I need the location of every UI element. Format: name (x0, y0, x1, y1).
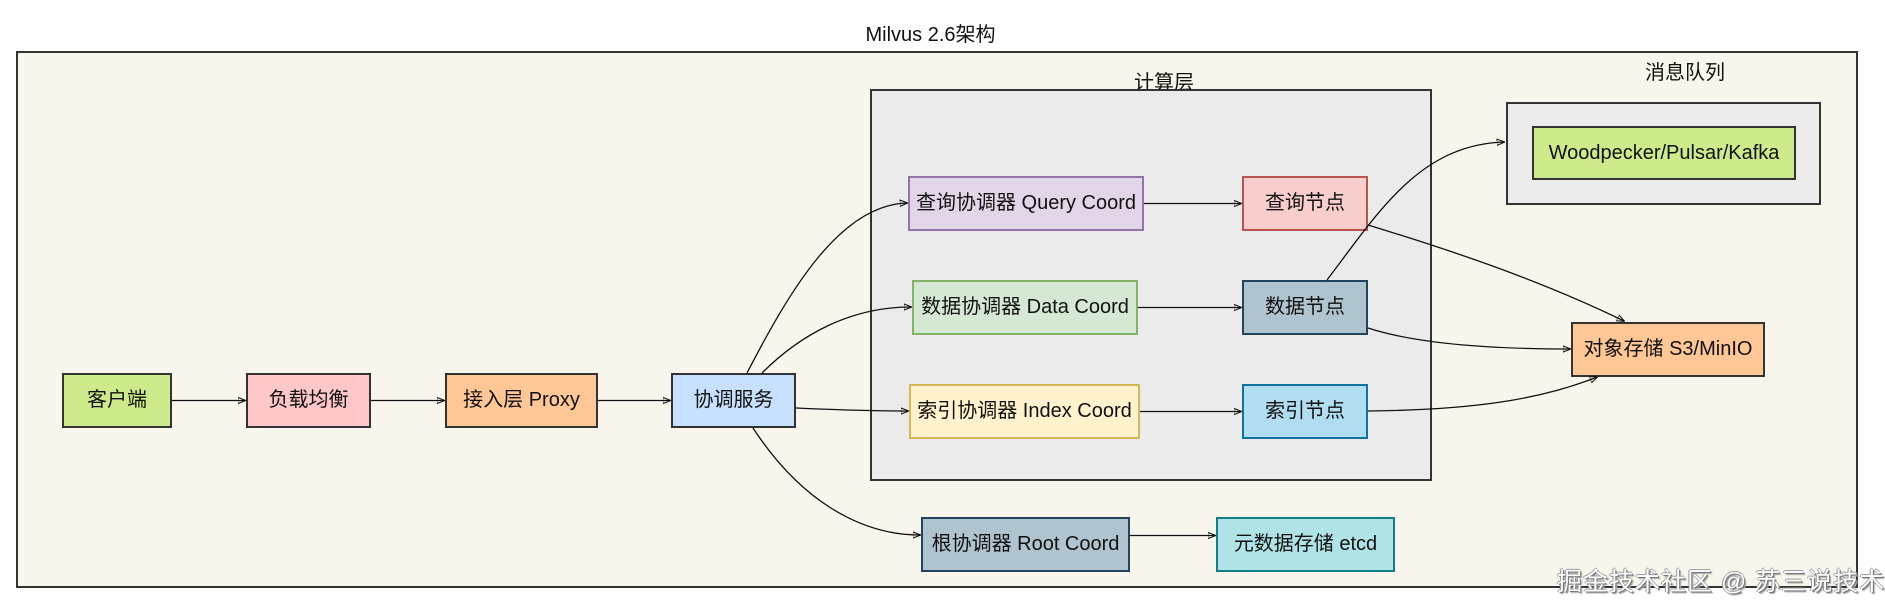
message-queue-label: 消息队列 (1645, 62, 1725, 84)
load-balancer-label: 负载均衡 (268, 389, 349, 411)
data-node-label: 数据节点 (1265, 296, 1345, 318)
query-node[interactable]: 查询节点 (1242, 176, 1368, 231)
data-coord-label: 数据协调器 Data Coord (921, 296, 1129, 318)
diagram-title: Milvus 2.6架构 (865, 24, 996, 46)
query-coord-node[interactable]: 查询协调器 Query Coord (908, 176, 1144, 231)
index-coord-label: 索引协调器 Index Coord (917, 400, 1132, 422)
compute-layer-label: 计算层 (1134, 72, 1194, 94)
client-node[interactable]: 客户端 (62, 373, 172, 428)
proxy-node[interactable]: 接入层 Proxy (445, 373, 598, 428)
query-node-label: 查询节点 (1265, 192, 1345, 214)
client-label: 客户端 (87, 389, 147, 411)
root-coord-label: 根协调器 Root Coord (931, 533, 1120, 555)
proxy-label: 接入层 Proxy (463, 389, 580, 411)
etcd-node[interactable]: 元数据存储 etcd (1216, 517, 1395, 572)
index-node-label: 索引节点 (1265, 400, 1345, 422)
load-balancer-node[interactable]: 负载均衡 (246, 373, 371, 428)
object-storage-label: 对象存储 S3/MinIO (1583, 338, 1753, 360)
etcd-label: 元数据存储 etcd (1233, 533, 1378, 555)
object-storage-node[interactable]: 对象存储 S3/MinIO (1571, 322, 1765, 377)
index-coord-node[interactable]: 索引协调器 Index Coord (909, 384, 1140, 439)
watermark: 掘金技术社区 @ 苏三说技术 (1557, 568, 1885, 596)
root-coord-node[interactable]: 根协调器 Root Coord (921, 517, 1130, 572)
data-coord-node[interactable]: 数据协调器 Data Coord (912, 280, 1138, 335)
message-queue-node[interactable]: Woodpecker/Pulsar/Kafka (1532, 126, 1796, 180)
coordinator-service-node[interactable]: 协调服务 (671, 373, 796, 428)
coordinator-service-label: 协调服务 (693, 389, 774, 411)
query-coord-label: 查询协调器 Query Coord (915, 192, 1137, 214)
data-node[interactable]: 数据节点 (1242, 280, 1368, 335)
message-queue-node-label: Woodpecker/Pulsar/Kafka (1548, 141, 1780, 164)
index-node[interactable]: 索引节点 (1242, 384, 1368, 439)
